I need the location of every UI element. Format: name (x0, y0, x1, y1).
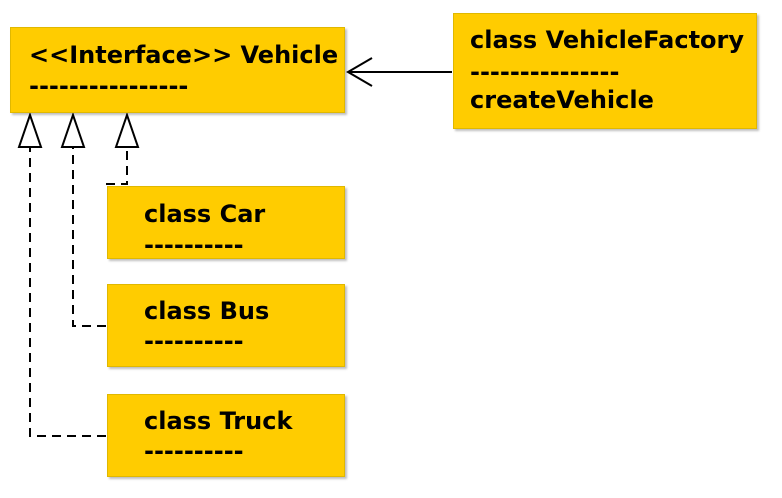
bus-class-box[interactable]: class Bus ---------- (107, 284, 345, 367)
class-separator: ---------- (144, 231, 244, 259)
dashed-line (29, 147, 106, 437)
class-title: class VehicleFactory (470, 26, 745, 54)
class-title: class Car (144, 200, 266, 228)
class-separator: ---------- (144, 437, 244, 465)
dashed-line (106, 147, 128, 185)
open-arrowhead-icon (346, 57, 373, 87)
realization-truck-to-vehicle (17, 111, 106, 437)
class-method: createVehicle (470, 86, 654, 114)
vehicle-interface-box[interactable]: <<Interface>> Vehicle ---------------- (10, 27, 345, 113)
association-factory-to-vehicle (346, 57, 452, 87)
class-title: class Truck (144, 407, 293, 435)
vehicle-factory-box[interactable]: class VehicleFactory --------------- cre… (453, 13, 757, 129)
realization-car-to-vehicle (106, 111, 140, 185)
truck-class-box[interactable]: class Truck ---------- (107, 394, 345, 477)
class-separator: ---------- (144, 327, 244, 355)
class-separator: --------------- (470, 58, 620, 86)
hollow-triangle-icon (60, 111, 86, 148)
class-title: <<Interface>> Vehicle (29, 41, 339, 69)
car-class-box[interactable]: class Car ---------- (107, 186, 345, 259)
realization-bus-to-vehicle (60, 111, 106, 327)
dashed-line (72, 147, 106, 327)
class-title: class Bus (144, 297, 270, 325)
class-separator: ---------------- (29, 72, 189, 100)
hollow-triangle-icon (114, 111, 140, 148)
hollow-triangle-icon (17, 111, 43, 148)
